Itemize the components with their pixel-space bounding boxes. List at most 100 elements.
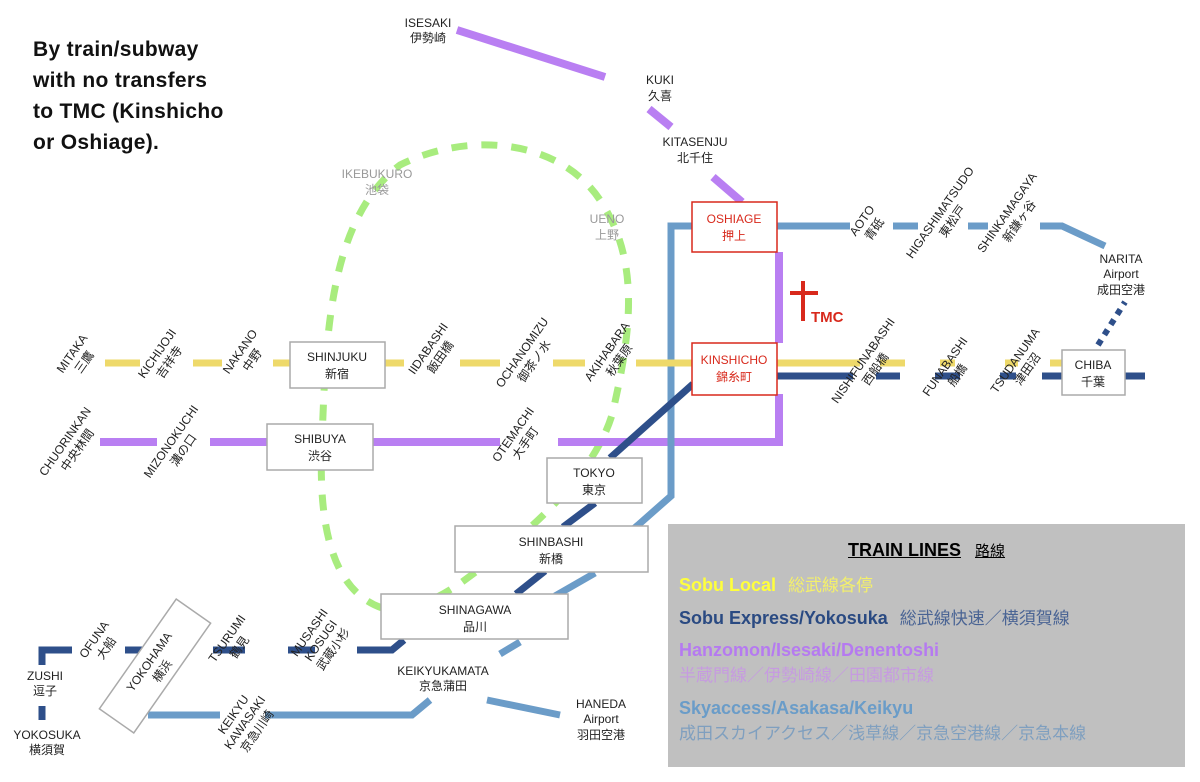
station-name-ja: 品川 (463, 620, 487, 634)
title-line: or Oshiage). (33, 131, 160, 154)
legend-item-hanzomon: Hanzomon/Isesaki/Denentoshi 半蔵門線／伊勢崎線／田園都… (679, 640, 951, 686)
station-label-text: 逗子 (33, 684, 57, 698)
station-shibuya[interactable]: SHIBUYA 渋谷 (266, 423, 374, 471)
station-tokyo[interactable]: TOKYO 東京 (546, 457, 643, 504)
station-label-text: Airport (1103, 267, 1139, 281)
label-ikebukuro: IKEBUKURO 池袋 (342, 167, 413, 197)
station-label-text: Airport (583, 712, 619, 726)
station-label-text: UENO (590, 212, 625, 226)
line-sobu-express (38, 300, 1145, 720)
station-name-en: OSHIAGE (707, 212, 762, 226)
station-name-ja: 新宿 (325, 366, 349, 381)
station-label-text: 京急蒲田 (419, 678, 467, 693)
station-label-text: 久喜 (648, 89, 672, 103)
station-name-ja: 渋谷 (308, 449, 332, 463)
line-skyaccess (148, 222, 1107, 719)
legend: TRAIN LINES 路線 Sobu Local 総武線各停 Sobu Expre… (668, 524, 1185, 767)
legend-item-sobu-local: Sobu Local 総武線各停 (679, 571, 873, 596)
station-label-text: ZUSHI (27, 669, 63, 683)
title-line: to TMC (Kinshicho (33, 100, 224, 123)
legend-en: Hanzomon/Isesaki/Denentoshi (679, 640, 940, 660)
legend-item-skyaccess: Skyaccess/Asakasa/Keikyu 成田スカイアクセス／浅草線／京急… (679, 698, 1086, 744)
station-name-ja: 新橋 (539, 551, 563, 566)
station-name-en: SHINJUKU (307, 350, 367, 364)
station-name-en: CHIBA (1075, 358, 1112, 372)
station-label-text: 羽田空港 (577, 728, 625, 742)
station-label-text: KEIKYUKAMATA (397, 664, 489, 678)
station-kinshicho[interactable]: KINSHICHO 錦糸町 (691, 342, 778, 396)
label-kuki: KUKI 久喜 (646, 73, 674, 103)
legend-ja: 総武線快速／横須賀線 (899, 609, 1070, 628)
legend-en: Sobu Express/Yokosuka (679, 608, 888, 628)
station-label-text: KITASENJU (662, 135, 727, 149)
station-label-text: HANEDA (576, 697, 626, 711)
legend-title: TRAIN LINES 路線 (668, 540, 1185, 561)
label-kitasenju: KITASENJU 北千住 (662, 135, 727, 165)
legend-title-ja: 路線 (975, 543, 1006, 560)
title-line: By train/subway (33, 38, 199, 61)
legend-ja: 成田スカイアクセス／浅草線／京急空港線／京急本線 (679, 724, 1087, 743)
station-label-text: 伊勢崎 (410, 30, 446, 45)
station-name-en: KINSHICHO (701, 353, 768, 367)
tmc-marker: TMC (790, 281, 844, 326)
station-label-text: KUKI (646, 73, 674, 87)
legend-title-en: TRAIN LINES (847, 540, 961, 560)
station-shinbashi[interactable]: SHINBASHI 新橋 (454, 525, 649, 573)
station-oshiage[interactable]: OSHIAGE 押上 (691, 201, 778, 253)
station-label-text: IKEBUKURO (342, 167, 413, 181)
station-name-en: SHIBUYA (294, 432, 346, 446)
station-label-text: 横須賀 (29, 743, 65, 757)
station-shinagawa[interactable]: SHINAGAWA 品川 (380, 593, 569, 640)
station-name-ja: 千葉 (1081, 375, 1105, 389)
station-label-text: 北千住 (677, 151, 713, 165)
station-shinjuku[interactable]: SHINJUKU 新宿 (289, 341, 386, 389)
legend-en: Sobu Local (679, 575, 777, 595)
station-name-ja: 東京 (582, 483, 606, 497)
station-name-en: SHINBASHI (519, 535, 584, 549)
station-chiba[interactable]: CHIBA 千葉 (1061, 349, 1126, 396)
legend-item-sobu-express: Sobu Express/Yokosuka 総武線快速／横須賀線 (679, 604, 1070, 629)
station-label-text: YOKOSUKA (13, 728, 80, 742)
station-label-text: ISESAKI (405, 16, 452, 30)
station-name-ja: 押上 (722, 229, 746, 243)
cross-icon (790, 281, 818, 321)
station-label-text: NARITA (1099, 252, 1142, 266)
station-name-en: TOKYO (573, 466, 615, 480)
legend-ja: 総武線各停 (788, 576, 874, 595)
label-ueno: UENO 上野 (590, 212, 625, 242)
legend-en: Skyaccess/Asakasa/Keikyu (679, 698, 914, 718)
tmc-label: TMC (811, 309, 844, 326)
line-hanzomon (100, 26, 783, 446)
station-label-text: 池袋 (365, 183, 389, 197)
legend-ja: 半蔵門線／伊勢崎線／田園都市線 (679, 666, 934, 685)
station-label-text: 成田空港 (1097, 283, 1145, 297)
map-title: By train/subway with no transfers to TMC… (33, 34, 224, 158)
station-name-ja: 錦糸町 (716, 369, 752, 384)
title-line: with no transfers (33, 69, 208, 92)
station-label-text: 上野 (595, 228, 619, 242)
station-name-en: SHINAGAWA (439, 603, 511, 617)
